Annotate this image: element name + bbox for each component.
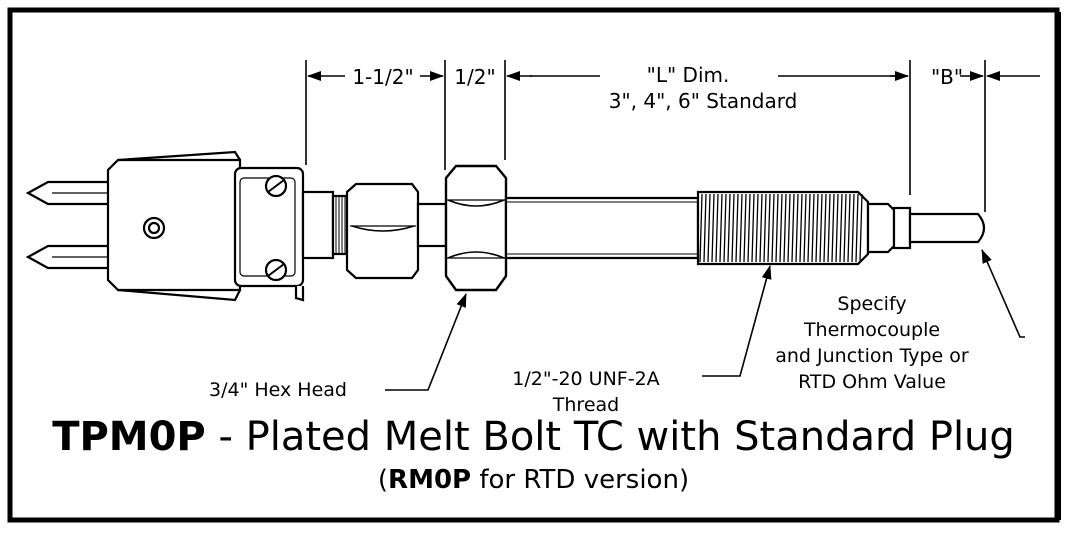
small-hex-nut xyxy=(345,182,420,280)
thread-line xyxy=(791,193,795,263)
callout-specify-line3: and Junction Type or xyxy=(775,345,969,367)
thread-line xyxy=(851,193,855,263)
thread-line xyxy=(751,193,755,263)
collar xyxy=(301,190,349,260)
subtitle-open: ( xyxy=(377,465,389,495)
thread-line xyxy=(839,193,843,263)
subtitle-rest: for RTD version) xyxy=(471,465,690,495)
thread-line xyxy=(723,193,727,263)
thread-line xyxy=(859,193,863,263)
thread-line xyxy=(811,193,815,263)
thread-line xyxy=(739,193,743,263)
thread-line xyxy=(783,193,787,263)
thread-line xyxy=(779,193,783,263)
thread-line xyxy=(731,193,735,263)
thread-line xyxy=(807,193,811,263)
thread-line xyxy=(775,193,779,263)
thread-line xyxy=(759,193,763,263)
thread-line xyxy=(823,193,827,263)
thread-line xyxy=(771,193,775,263)
thread-line xyxy=(755,193,759,263)
page-subtitle: (RM0P for RTD version) xyxy=(0,464,1067,496)
thread-line xyxy=(743,193,747,263)
thread-line xyxy=(799,193,803,263)
callout-specify-line4: RTD Ohm Value xyxy=(798,371,946,393)
thread-line xyxy=(855,193,859,263)
dim-l-standard: 3", 4", 6" Standard xyxy=(609,89,798,113)
callout-specify-line2: Thermocouple xyxy=(803,319,940,341)
thread-line xyxy=(835,193,839,263)
tube-segment xyxy=(416,202,448,248)
thread-line xyxy=(707,193,711,263)
thread-line xyxy=(735,193,739,263)
thread-line xyxy=(827,193,831,263)
thread-line xyxy=(819,193,823,263)
callout-thread-line2: Thread xyxy=(552,394,619,416)
subtitle-model: RM0P xyxy=(388,465,472,495)
thread-line xyxy=(715,193,719,263)
thread-line xyxy=(815,193,819,263)
dim-hex-length: 1/2" xyxy=(454,65,495,89)
callout-thread-line1: 1/2"-20 UNF-2A xyxy=(512,368,659,390)
dim-b-label: "B" xyxy=(931,65,963,89)
thread-line xyxy=(831,193,835,263)
thread-line xyxy=(795,193,799,263)
plug-clamp xyxy=(233,166,305,302)
page-title: TPM0P - Plated Melt Bolt TC with Standar… xyxy=(0,414,1067,460)
thread-line xyxy=(847,193,851,263)
callout-specify-line1: Specify xyxy=(837,293,906,315)
thread-line xyxy=(699,193,703,263)
title-description: - Plated Melt Bolt TC with Standard Plug xyxy=(205,414,1015,460)
thread-line xyxy=(703,193,707,263)
thread-line xyxy=(843,193,847,263)
thread-line xyxy=(767,193,771,263)
thread-line xyxy=(803,193,807,263)
thread-line xyxy=(711,193,715,263)
probe-tip xyxy=(866,202,986,254)
dim-l-label: "L" Dim. xyxy=(647,63,730,87)
title-model: TPM0P xyxy=(52,414,206,460)
thread-line xyxy=(763,193,767,263)
bolt-shank xyxy=(504,196,700,260)
callout-leaders xyxy=(385,249,1025,391)
hex-head xyxy=(444,164,508,292)
thread-line xyxy=(727,193,731,263)
plug-prongs xyxy=(25,180,112,270)
plug-body xyxy=(106,150,242,302)
thread-line xyxy=(719,193,723,263)
dim-plug-length: 1-1/2" xyxy=(352,65,413,89)
extension-lines xyxy=(305,60,986,212)
thread-line xyxy=(747,193,751,263)
callout-hex-head: 3/4" Hex Head xyxy=(209,379,347,401)
thread-section xyxy=(696,190,870,266)
thread-line xyxy=(787,193,791,263)
